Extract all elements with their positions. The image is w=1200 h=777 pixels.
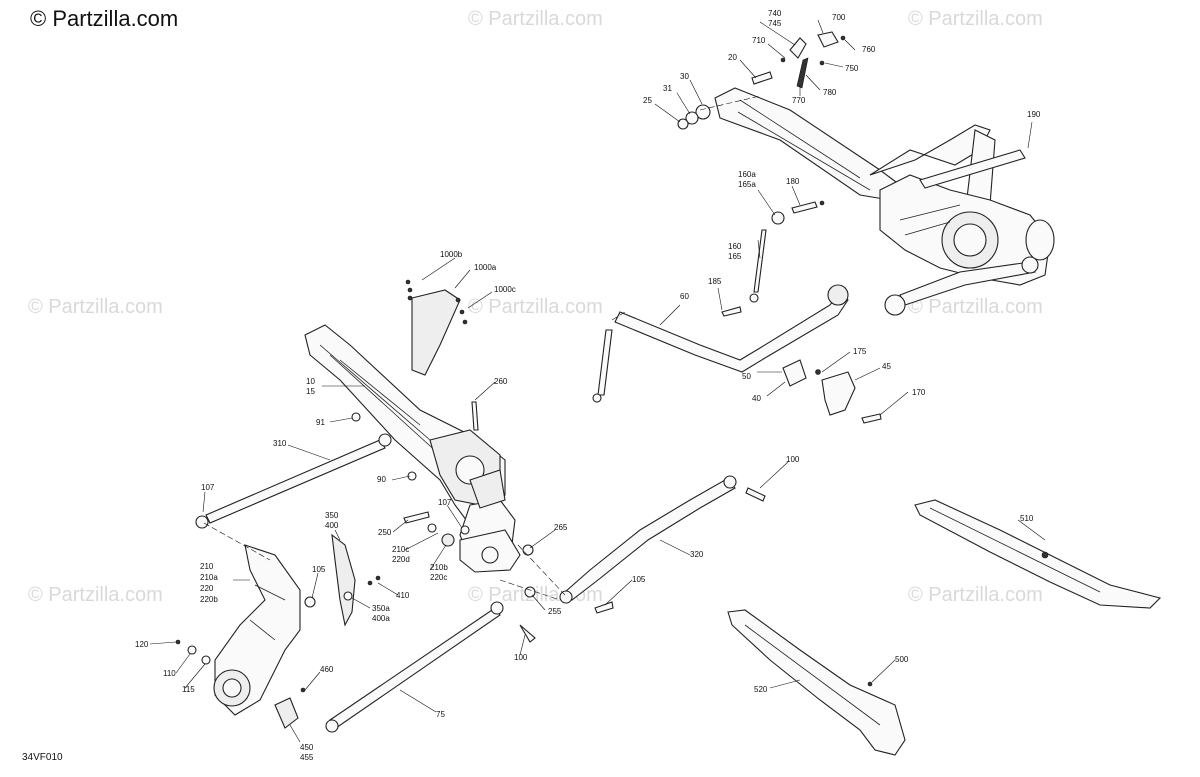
callout-710: 710 xyxy=(752,36,766,45)
leader-lines xyxy=(149,19,1046,743)
callout-760: 760 xyxy=(862,45,876,54)
callout-220b: 220b xyxy=(200,595,218,604)
callout-31: 31 xyxy=(663,84,672,93)
callout-210a: 210a xyxy=(200,573,218,582)
sensor-bracket-hardware[interactable] xyxy=(677,31,846,130)
callout-115: 115 xyxy=(182,685,195,694)
watermark: © Partzilla.com xyxy=(908,584,1043,606)
callout-40: 40 xyxy=(752,394,761,403)
callout-770: 770 xyxy=(792,96,806,105)
callout-750: 750 xyxy=(845,64,859,73)
callout-255: 255 xyxy=(548,607,562,616)
trailing-arm-assembly[interactable] xyxy=(714,87,1055,316)
callout-700: 700 xyxy=(832,13,846,22)
callout-210b: 210b xyxy=(430,563,448,572)
callout-25: 25 xyxy=(643,96,652,105)
callout-90: 90 xyxy=(377,475,386,484)
callout-260: 260 xyxy=(494,377,508,386)
callout-455: 455 xyxy=(300,753,314,762)
callout-1000a: 1000a xyxy=(474,263,497,272)
rail-510[interactable] xyxy=(914,499,1162,609)
watermark: © Partzilla.com xyxy=(468,296,603,318)
callout-190: 190 xyxy=(1027,110,1041,119)
callout-50: 50 xyxy=(742,372,751,381)
bracket-210[interactable] xyxy=(175,544,316,716)
callout-185: 185 xyxy=(708,277,722,286)
callout-265: 265 xyxy=(554,523,568,532)
callout-165a: 165a xyxy=(738,180,756,189)
callout-107-b: 107 xyxy=(438,498,452,507)
callout-15: 15 xyxy=(306,387,315,396)
sway-bar[interactable] xyxy=(592,200,882,424)
callout-170: 170 xyxy=(912,388,926,397)
watermark: © Partzilla.com xyxy=(468,8,603,30)
watermark: © Partzilla.com xyxy=(908,8,1043,30)
guard-350[interactable] xyxy=(331,533,381,627)
callout-410: 410 xyxy=(396,591,410,600)
callout-110: 110 xyxy=(163,669,176,678)
callout-220c: 220c xyxy=(430,573,447,582)
watermark: © Partzilla.com xyxy=(28,584,163,606)
callout-160: 160 xyxy=(728,242,742,251)
link-310[interactable] xyxy=(195,412,417,529)
callout-100-b: 100 xyxy=(514,653,528,662)
watermark: © Partzilla.com xyxy=(28,296,163,318)
callout-1000b: 1000b xyxy=(440,250,463,259)
callout-100-a: 100 xyxy=(786,455,800,464)
callout-180: 180 xyxy=(786,177,800,186)
brand-logo: © Partzilla.com xyxy=(30,6,179,31)
callout-400a: 400a xyxy=(372,614,390,623)
callout-105-a: 105 xyxy=(312,565,326,574)
callout-107-a: 107 xyxy=(201,483,215,492)
callout-250: 250 xyxy=(378,528,392,537)
callout-500: 500 xyxy=(895,655,909,664)
callout-310: 310 xyxy=(273,439,287,448)
diagram-code: 34VF010 xyxy=(22,752,63,763)
callout-165: 165 xyxy=(728,252,742,261)
callout-labels: 740 745 700 760 710 20 750 30 770 780 31… xyxy=(135,9,1041,762)
callout-120: 120 xyxy=(135,640,149,649)
callout-75: 75 xyxy=(436,710,445,719)
callout-60: 60 xyxy=(680,292,689,301)
callout-460: 460 xyxy=(320,665,334,674)
callout-105-b: 105 xyxy=(632,575,646,584)
shield-panel[interactable] xyxy=(405,279,468,376)
callout-175: 175 xyxy=(853,347,867,356)
callout-160a: 160a xyxy=(738,170,756,179)
link-320[interactable] xyxy=(559,475,737,604)
callout-400: 400 xyxy=(325,521,339,530)
callout-1000c: 1000c xyxy=(494,285,516,294)
callout-350a: 350a xyxy=(372,604,390,613)
callout-780: 780 xyxy=(823,88,837,97)
callout-20: 20 xyxy=(728,53,737,62)
callout-520: 520 xyxy=(754,685,768,694)
knuckle-assembly[interactable] xyxy=(403,401,766,643)
callout-220d: 220d xyxy=(392,555,410,564)
callout-210c: 210c xyxy=(392,545,409,554)
callout-320: 320 xyxy=(690,550,704,559)
rail-520[interactable] xyxy=(727,609,906,756)
callout-510: 510 xyxy=(1020,514,1034,523)
watermark: © Partzilla.com xyxy=(908,296,1043,318)
callout-220: 220 xyxy=(200,584,214,593)
callout-350: 350 xyxy=(325,511,339,520)
link-75[interactable] xyxy=(274,601,504,733)
callout-210: 210 xyxy=(200,562,214,571)
callout-45: 45 xyxy=(882,362,891,371)
callout-10: 10 xyxy=(306,377,315,386)
callout-30: 30 xyxy=(680,72,689,81)
callout-745: 745 xyxy=(768,19,782,28)
callout-450: 450 xyxy=(300,743,314,752)
callout-91: 91 xyxy=(316,418,325,427)
callout-740: 740 xyxy=(768,9,782,18)
